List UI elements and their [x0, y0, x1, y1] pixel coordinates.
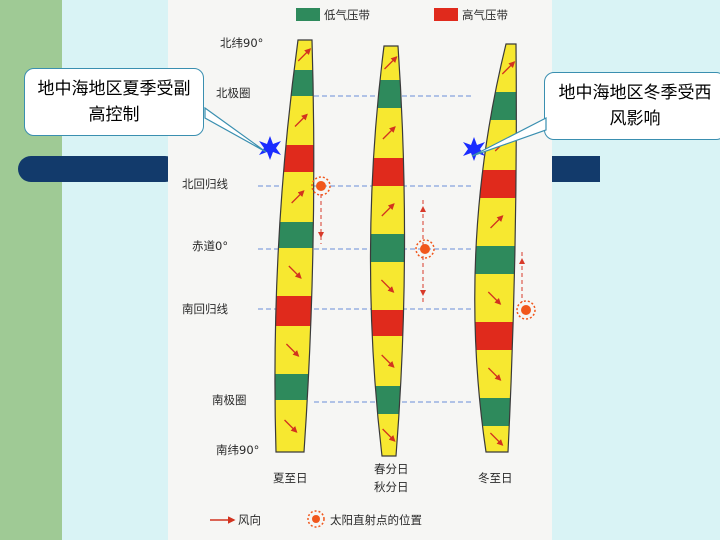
legend-high-label: 高气压带 — [462, 8, 508, 22]
outline-equinox — [369, 45, 406, 457]
band-winter-2 — [474, 120, 517, 170]
band-winter-5 — [474, 246, 517, 274]
label-equator: 赤道0° — [192, 239, 228, 253]
wind-arrow-summer-0 — [297, 48, 312, 62]
band-equinox-7 — [370, 310, 405, 336]
wind-arrow-summer-4 — [291, 190, 305, 204]
label-spring-equinox: 春分日 — [374, 462, 409, 476]
wind-arrow-winter-6 — [487, 291, 502, 305]
legend-low-label: 低气压带 — [324, 8, 370, 22]
star-marker-summer — [259, 136, 281, 160]
label-autumn-equinox: 秋分日 — [374, 480, 409, 494]
wind-arrow-winter-8 — [487, 367, 502, 381]
label-antarctic-circle: 南极圈 — [212, 393, 247, 407]
wind-arrow-winter-0 — [501, 61, 516, 75]
legend-low-swatch — [296, 8, 320, 21]
band-equinox-0 — [370, 46, 405, 80]
sun-icon-equinox — [415, 239, 435, 259]
band-winter-7 — [474, 322, 517, 350]
band-summer-7 — [274, 296, 314, 326]
wind-arrow-winter-4 — [490, 215, 504, 229]
pressure-belt-diagram: 低气压带 高气压带 北纬90° 北极圈 北回归线 赤道0° 南回归线 南极圈 南… — [182, 8, 536, 528]
wind-arrow-winter-10 — [489, 432, 504, 446]
wind-arrow-equinox-2 — [382, 126, 396, 140]
band-equinox-5 — [370, 234, 405, 262]
background-bar-left — [18, 156, 178, 182]
band-equinox-3 — [370, 158, 405, 186]
sun-migration-arrow-summer — [318, 232, 324, 238]
label-arctic-circle: 北极圈 — [216, 86, 251, 100]
band-summer-5 — [274, 222, 314, 248]
label-tropic-south: 南回归线 — [182, 302, 228, 316]
sun-migration-arrow-winter — [519, 258, 525, 264]
label-south-pole: 南纬90° — [216, 443, 259, 457]
band-summer-8 — [274, 326, 314, 374]
legend-sun-label: 太阳直射点的位置 — [330, 513, 422, 527]
wind-arrow-equinox-10 — [382, 428, 396, 442]
band-winter-6 — [474, 274, 517, 322]
wind-arrow-equinox-6 — [380, 279, 395, 293]
label-north-pole: 北纬90° — [220, 36, 263, 50]
band-winter-8 — [474, 350, 517, 398]
sun-icon-winter — [516, 300, 536, 320]
wind-arrow-equinox-8 — [381, 354, 395, 368]
label-winter-solstice: 冬至日 — [478, 471, 513, 485]
callout-summer: 地中海地区夏季受副高控制 — [24, 68, 204, 136]
star-marker-winter — [463, 137, 485, 161]
wind-arrow-equinox-4 — [381, 203, 395, 217]
wind-arrow-summer-6 — [288, 265, 302, 279]
label-tropic-north: 北回归线 — [182, 177, 228, 191]
wind-arrow-summer-2 — [294, 113, 308, 127]
callout-winter: 地中海地区冬季受西风影响 — [544, 72, 720, 140]
band-winter-4 — [474, 198, 517, 246]
outline-winter — [474, 43, 517, 453]
legend-high-swatch — [434, 8, 458, 21]
label-summer-solstice: 夏至日 — [273, 471, 308, 485]
sun-icon-summer — [311, 176, 331, 196]
legend-sun-icon — [307, 510, 325, 528]
outline-summer — [274, 39, 315, 453]
band-winter-0 — [474, 44, 517, 92]
wind-arrow-summer-10 — [284, 419, 298, 433]
legend-wind-label: 风向 — [238, 513, 261, 527]
wind-arrow-summer-8 — [285, 343, 300, 357]
wind-arrow-equinox-0 — [384, 56, 398, 70]
